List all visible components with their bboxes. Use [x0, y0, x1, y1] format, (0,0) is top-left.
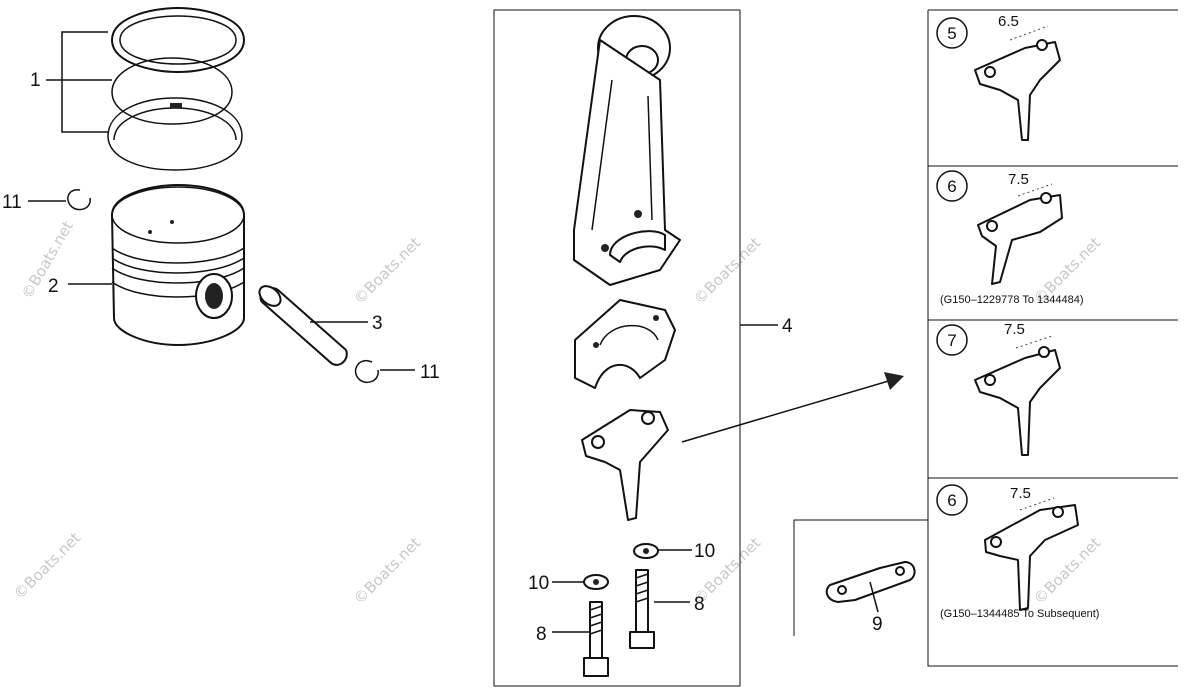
- piston: [111, 184, 245, 346]
- callout-4: 4: [782, 316, 793, 337]
- variant-panel: [793, 9, 1178, 667]
- variant-dimension: 6.5: [998, 13, 1019, 30]
- oil-dipper: [581, 409, 669, 521]
- watermark: ©Boats.net: [350, 234, 424, 308]
- variant-6-early: 6 7.5 (G150–1229778 To 1344484): [936, 170, 1084, 306]
- watermark: ©Boats.net: [350, 534, 424, 608]
- callout-10-upper: 10: [694, 541, 715, 562]
- assembly-4-frame: [493, 9, 741, 687]
- variant-dimension: 7.5: [1004, 321, 1025, 338]
- callout-10-lower: 10: [528, 573, 549, 594]
- variant-note: (G150–1344485 To Subsequent): [940, 608, 1099, 620]
- circlip-right: [354, 359, 379, 384]
- callout-1: 1: [30, 70, 41, 91]
- callout-9: 9: [872, 614, 883, 635]
- callout-2: 2: [48, 276, 59, 297]
- connecting-rod: [573, 15, 681, 286]
- watermark: ©Boats.net: [10, 529, 84, 603]
- variant-5: 5 6.5: [936, 13, 1061, 141]
- variant-number: 7: [947, 331, 956, 350]
- variant-arrow: [681, 379, 893, 443]
- circlip-left: [67, 189, 91, 211]
- callout-bracket-1: [46, 31, 112, 133]
- variant-dimension: 7.5: [1008, 171, 1029, 188]
- lock-washer-lower: [583, 574, 609, 590]
- rod-bolt-left: [583, 601, 609, 677]
- watermark: ©Boats.net: [690, 234, 764, 308]
- connecting-rod-cap: [574, 299, 676, 389]
- callout-3: 3: [372, 313, 383, 334]
- lock-washer-upper: [633, 543, 659, 559]
- callout-11-left: 11: [2, 192, 22, 213]
- callout-8-left: 8: [536, 624, 547, 645]
- piston-rings: [107, 7, 245, 171]
- variant-number: 6: [947, 491, 956, 510]
- callout-8-right: 8: [694, 594, 705, 615]
- piston-pin: [258, 285, 348, 366]
- variant-7: 7 7.5: [936, 321, 1061, 456]
- variant-dimension: 7.5: [1010, 485, 1031, 502]
- callout-11-right: 11: [420, 362, 440, 383]
- rod-bolt-right: [629, 569, 655, 649]
- variant-6-later: 6 7.5 (G150–1344485 To Subsequent): [936, 484, 1099, 620]
- variant-number: 6: [947, 177, 956, 196]
- variant-note: (G150–1229778 To 1344484): [940, 294, 1084, 306]
- variant-number: 5: [947, 24, 956, 43]
